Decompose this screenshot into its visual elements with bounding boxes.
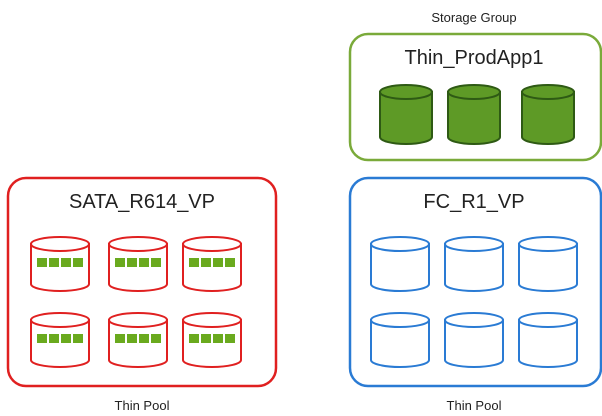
thin-pool-disk (108, 312, 168, 368)
disk-body (30, 243, 90, 292)
disk-top (30, 312, 90, 328)
allocated-extent (151, 258, 161, 267)
disk-body (182, 243, 242, 292)
disk-body (370, 319, 430, 368)
disk-body (182, 319, 242, 368)
disk-body (108, 319, 168, 368)
disk-body (108, 243, 168, 292)
allocated-extent (213, 258, 223, 267)
thin-pool-caption-sata: Thin Pool (115, 398, 170, 413)
disk-body (447, 91, 501, 145)
allocated-extent (189, 334, 199, 343)
allocated-extent (127, 258, 137, 267)
thin-pool-caption-fc: Thin Pool (447, 398, 502, 413)
disk-top (182, 236, 242, 252)
thin-pool-box-fc (348, 176, 602, 388)
allocated-extent (139, 334, 149, 343)
allocated-extent (151, 334, 161, 343)
allocated-extent (189, 258, 199, 267)
thin-pool-name-fc: FC_R1_VP (423, 191, 524, 213)
disk-top (379, 84, 433, 100)
disk-top (521, 84, 575, 100)
disk-top (370, 236, 430, 252)
disk-body (444, 243, 504, 292)
allocated-extent (225, 334, 235, 343)
storage-group-name: Thin_ProdApp1 (405, 47, 544, 69)
allocated-extent (139, 258, 149, 267)
thin-pool-disk (444, 236, 504, 292)
thin-pool-disk (518, 236, 578, 292)
thin-pool-box-sata (6, 176, 278, 388)
disk-top (518, 236, 578, 252)
disk-top (447, 84, 501, 100)
thin-pool-name-sata: SATA_R614_VP (69, 191, 215, 213)
disk-top (370, 312, 430, 328)
disk-body (444, 319, 504, 368)
disk-top (30, 236, 90, 252)
allocated-extent (73, 258, 83, 267)
disk-body (521, 91, 575, 145)
thin-pool-disk (182, 236, 242, 292)
disk-body (518, 243, 578, 292)
thin-pool-disks-fc (370, 236, 578, 368)
disk-body (370, 243, 430, 292)
disk-top (444, 236, 504, 252)
disk-top (108, 236, 168, 252)
thin-pool-disks-sata (30, 236, 242, 368)
allocated-extent (115, 334, 125, 343)
allocated-extent (225, 258, 235, 267)
disk-top (108, 312, 168, 328)
disk-top (182, 312, 242, 328)
allocated-extent (61, 334, 71, 343)
allocated-extent (61, 258, 71, 267)
storage-group-disks (379, 84, 575, 145)
allocated-extent (37, 334, 47, 343)
allocated-extent (73, 334, 83, 343)
thin-pool-disk (370, 312, 430, 368)
allocated-extent (201, 334, 211, 343)
thin-pool-disk (108, 236, 168, 292)
thin-pool-disk (444, 312, 504, 368)
storage-group-disk (379, 84, 433, 145)
allocated-extent (37, 258, 47, 267)
storage-group-box (348, 32, 602, 162)
thin-pool-disk (370, 236, 430, 292)
storage-group-disk (521, 84, 575, 145)
allocated-extent (201, 258, 211, 267)
allocated-extent (49, 258, 59, 267)
allocated-extent (49, 334, 59, 343)
thin-pool-disk (182, 312, 242, 368)
disk-body (518, 319, 578, 368)
allocated-extent (127, 334, 137, 343)
thin-pool-disk (518, 312, 578, 368)
storage-group-caption: Storage Group (431, 10, 516, 25)
disk-top (518, 312, 578, 328)
disk-body (379, 91, 433, 145)
thin-pool-disk (30, 312, 90, 368)
allocated-extent (115, 258, 125, 267)
disk-top (444, 312, 504, 328)
storage-group-disk (447, 84, 501, 145)
thin-pool-disk (30, 236, 90, 292)
disk-body (30, 319, 90, 368)
allocated-extent (213, 334, 223, 343)
